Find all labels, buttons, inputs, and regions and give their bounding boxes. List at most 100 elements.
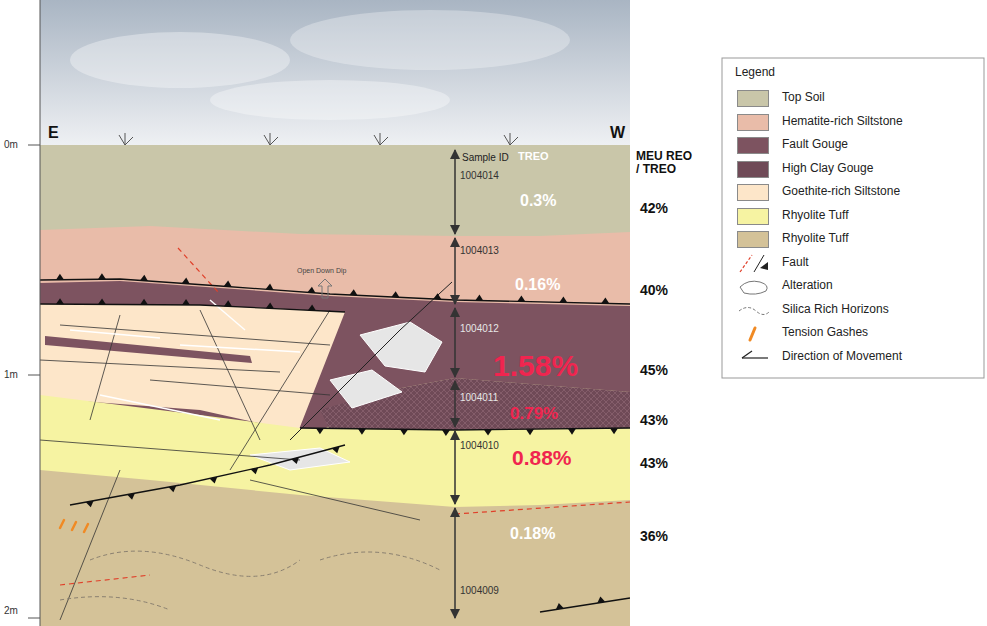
legend-movement-symbol xyxy=(742,351,768,358)
rhyolite-tuff-tan xyxy=(40,140,630,626)
legend-alteration-symbol xyxy=(740,281,767,294)
silica-horizon xyxy=(90,551,300,576)
grass xyxy=(374,133,388,145)
thrust-fault xyxy=(182,278,190,284)
white-fractures xyxy=(70,300,300,420)
thrust-fault xyxy=(442,430,450,436)
legend-swatch xyxy=(737,137,769,154)
depth-label: 1m xyxy=(4,369,18,381)
thrust-fault xyxy=(70,445,345,505)
tension-gashes xyxy=(60,520,88,532)
sky xyxy=(70,32,290,88)
sample-id: 1004013 xyxy=(460,245,499,257)
sample-interval-arrow xyxy=(454,308,456,377)
meu-ratio: 42% xyxy=(640,200,668,216)
thrust-fault xyxy=(266,284,274,290)
thrust-fault xyxy=(433,293,441,299)
thrust-fault xyxy=(559,296,567,302)
thrust-fault xyxy=(224,300,232,306)
depth-label: 2m xyxy=(4,605,18,617)
frame xyxy=(28,375,40,376)
thrust-fault xyxy=(484,430,492,436)
legend-movement-symbol xyxy=(742,357,768,358)
thrust-fault xyxy=(610,428,618,434)
grass xyxy=(119,133,133,145)
legend-label: Top Soil xyxy=(782,91,825,105)
white-fractures xyxy=(100,395,220,420)
fractures xyxy=(60,325,330,345)
legend-swatch xyxy=(737,90,769,107)
thrust-fault xyxy=(597,597,605,604)
thrust-fault xyxy=(56,298,64,304)
sample-id: 1004012 xyxy=(460,323,499,335)
legend-label: Fault xyxy=(782,256,809,270)
silica-horizon xyxy=(60,551,440,610)
thrust-fault xyxy=(266,302,274,308)
legend-fault-symbol xyxy=(760,262,768,270)
thrust-fault xyxy=(56,274,64,280)
grass xyxy=(504,133,518,145)
grass xyxy=(119,133,518,145)
thrust-fault xyxy=(308,287,316,293)
tension-gashes xyxy=(72,522,76,530)
frame xyxy=(28,618,40,619)
frame xyxy=(28,0,40,626)
fault-line xyxy=(290,282,452,440)
alteration xyxy=(250,322,442,470)
legend-label: Silica Rich Horizons xyxy=(782,303,889,317)
legend-silica-symbol xyxy=(739,308,770,315)
meu-ratio: 43% xyxy=(640,412,668,428)
column-header: MEU REO / TREO xyxy=(636,150,698,176)
fault-line xyxy=(290,282,452,440)
legend-label: Rhyolite Tuff xyxy=(782,209,848,223)
legend-tension-symbol xyxy=(750,328,755,340)
legend-label: Alteration xyxy=(782,279,833,293)
thrust-fault xyxy=(556,603,564,610)
thrust-fault xyxy=(332,446,340,453)
gouge-band xyxy=(45,336,252,363)
tension-gashes xyxy=(84,524,88,532)
frame xyxy=(28,145,40,146)
red-dashed-fault xyxy=(60,575,150,585)
thrust-fault xyxy=(601,297,609,303)
meu-ratio: 36% xyxy=(640,528,668,544)
meu-ratio: 45% xyxy=(640,362,668,378)
tension-gashes xyxy=(60,520,64,528)
legend-movement-symbol xyxy=(742,351,752,358)
sample-id: 1004010 xyxy=(460,440,499,452)
fractures xyxy=(200,310,260,440)
top-soil-layer xyxy=(40,145,630,236)
thrust-fault xyxy=(391,291,399,297)
legend-label: Direction of Movement xyxy=(782,350,902,364)
fractures xyxy=(250,480,420,520)
rhyolite-tuff-tan xyxy=(40,140,630,626)
meu-ratio: 40% xyxy=(640,282,668,298)
treo-value: 0.3% xyxy=(520,192,556,210)
legend-title: Legend xyxy=(735,66,775,80)
thrust-fault xyxy=(358,429,366,435)
legend-swatch xyxy=(737,231,769,248)
sample-id: 1004014 xyxy=(460,170,499,182)
thrust-fault xyxy=(300,428,630,430)
legend-swatch xyxy=(737,184,769,201)
legend-swatch xyxy=(737,114,769,131)
silica-horizon xyxy=(320,552,440,570)
sample-interval-arrow xyxy=(454,508,456,618)
fractures xyxy=(40,310,420,620)
column-header: Sample ID xyxy=(462,152,509,164)
sky xyxy=(40,0,630,145)
thrust-fault xyxy=(400,429,408,435)
legend-box xyxy=(722,58,984,378)
legend-label: Fault Gouge xyxy=(782,138,848,152)
silica-horizon xyxy=(60,597,170,610)
sample-interval-arrow xyxy=(454,150,456,618)
legend-label: Goethite-rich Siltstone xyxy=(782,185,900,199)
treo-value: 0.16% xyxy=(515,276,560,294)
thrust-fault xyxy=(140,299,148,305)
treo-value: 0.79% xyxy=(510,404,558,424)
thrust-fault xyxy=(568,429,576,435)
legend-label: Hematite-rich Siltstone xyxy=(782,115,903,129)
rhyolite-tuff-yellow xyxy=(40,395,630,507)
fractures xyxy=(230,310,330,470)
legend-box xyxy=(722,58,984,378)
